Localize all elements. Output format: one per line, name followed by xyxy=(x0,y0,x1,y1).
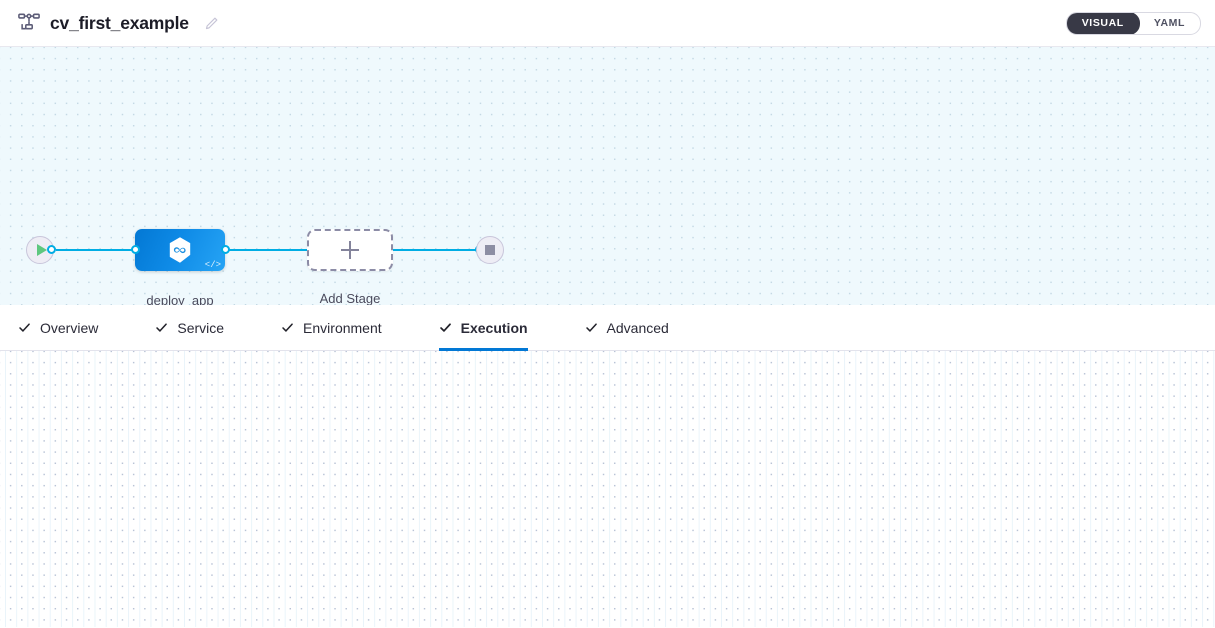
visual-mode-button[interactable]: VISUAL xyxy=(1066,12,1140,34)
tab-label: Service xyxy=(177,319,225,336)
stage-yaml-badge: </> xyxy=(204,260,221,270)
tab-label: Overview xyxy=(40,319,99,336)
add-stage-label: Add Stage xyxy=(319,291,381,305)
execution-steps-canvas[interactable]: </> Rollout Deployment </> verify_cv Add… xyxy=(0,351,1215,627)
yaml-mode-button[interactable]: YAML xyxy=(1139,13,1200,34)
tab-execution[interactable]: Execution xyxy=(438,305,550,351)
page-title: cv_first_example xyxy=(50,12,189,33)
stage-start-connector-dot xyxy=(47,245,56,254)
stop-icon xyxy=(485,245,495,255)
stage-label-deploy-app: deploy_app xyxy=(146,293,214,305)
stage-end-node[interactable] xyxy=(476,236,504,264)
header-left-group: cv_first_example xyxy=(18,12,219,34)
header-right-group: VISUAL YAML xyxy=(1065,11,1201,35)
step-node-layer: </> Rollout Deployment </> verify_cv Add… xyxy=(0,351,1215,627)
tab-overview[interactable]: Overview xyxy=(18,305,120,350)
stage-canvas[interactable]: </> deploy_app Add Stage xyxy=(0,47,1215,305)
stage-config-tabs[interactable]: Overview Service Environment Execution A… xyxy=(0,305,1215,351)
tab-service[interactable]: Service xyxy=(155,305,246,350)
tab-environment[interactable]: Environment xyxy=(281,305,404,350)
check-icon xyxy=(585,323,597,332)
pipeline-hierarchy-icon xyxy=(18,12,40,34)
check-icon xyxy=(282,323,293,332)
check-icon xyxy=(439,323,451,332)
stage-node-layer: </> deploy_app Add Stage xyxy=(0,47,1215,305)
stage-connector-3 xyxy=(393,249,479,251)
plus-icon xyxy=(341,241,359,259)
view-mode-toggle[interactable]: VISUAL YAML xyxy=(1065,11,1201,35)
tab-advanced[interactable]: Advanced xyxy=(585,305,691,350)
tab-label: Advanced xyxy=(606,319,669,336)
harness-hexagon-infinity-icon xyxy=(169,237,191,263)
stage-left-connector-dot xyxy=(131,245,140,254)
check-icon xyxy=(156,323,168,332)
tab-label: Environment xyxy=(303,319,382,336)
stage-connector-1 xyxy=(56,249,135,251)
tab-label: Execution xyxy=(460,319,528,336)
play-icon xyxy=(36,244,47,256)
add-stage-button[interactable] xyxy=(307,229,393,271)
pencil-icon[interactable] xyxy=(199,16,219,31)
stage-node-deploy-app[interactable]: </> xyxy=(135,229,225,271)
stage-connector-2 xyxy=(229,249,307,251)
check-icon xyxy=(19,323,30,332)
app-header: cv_first_example VISUAL YAML xyxy=(0,0,1215,47)
